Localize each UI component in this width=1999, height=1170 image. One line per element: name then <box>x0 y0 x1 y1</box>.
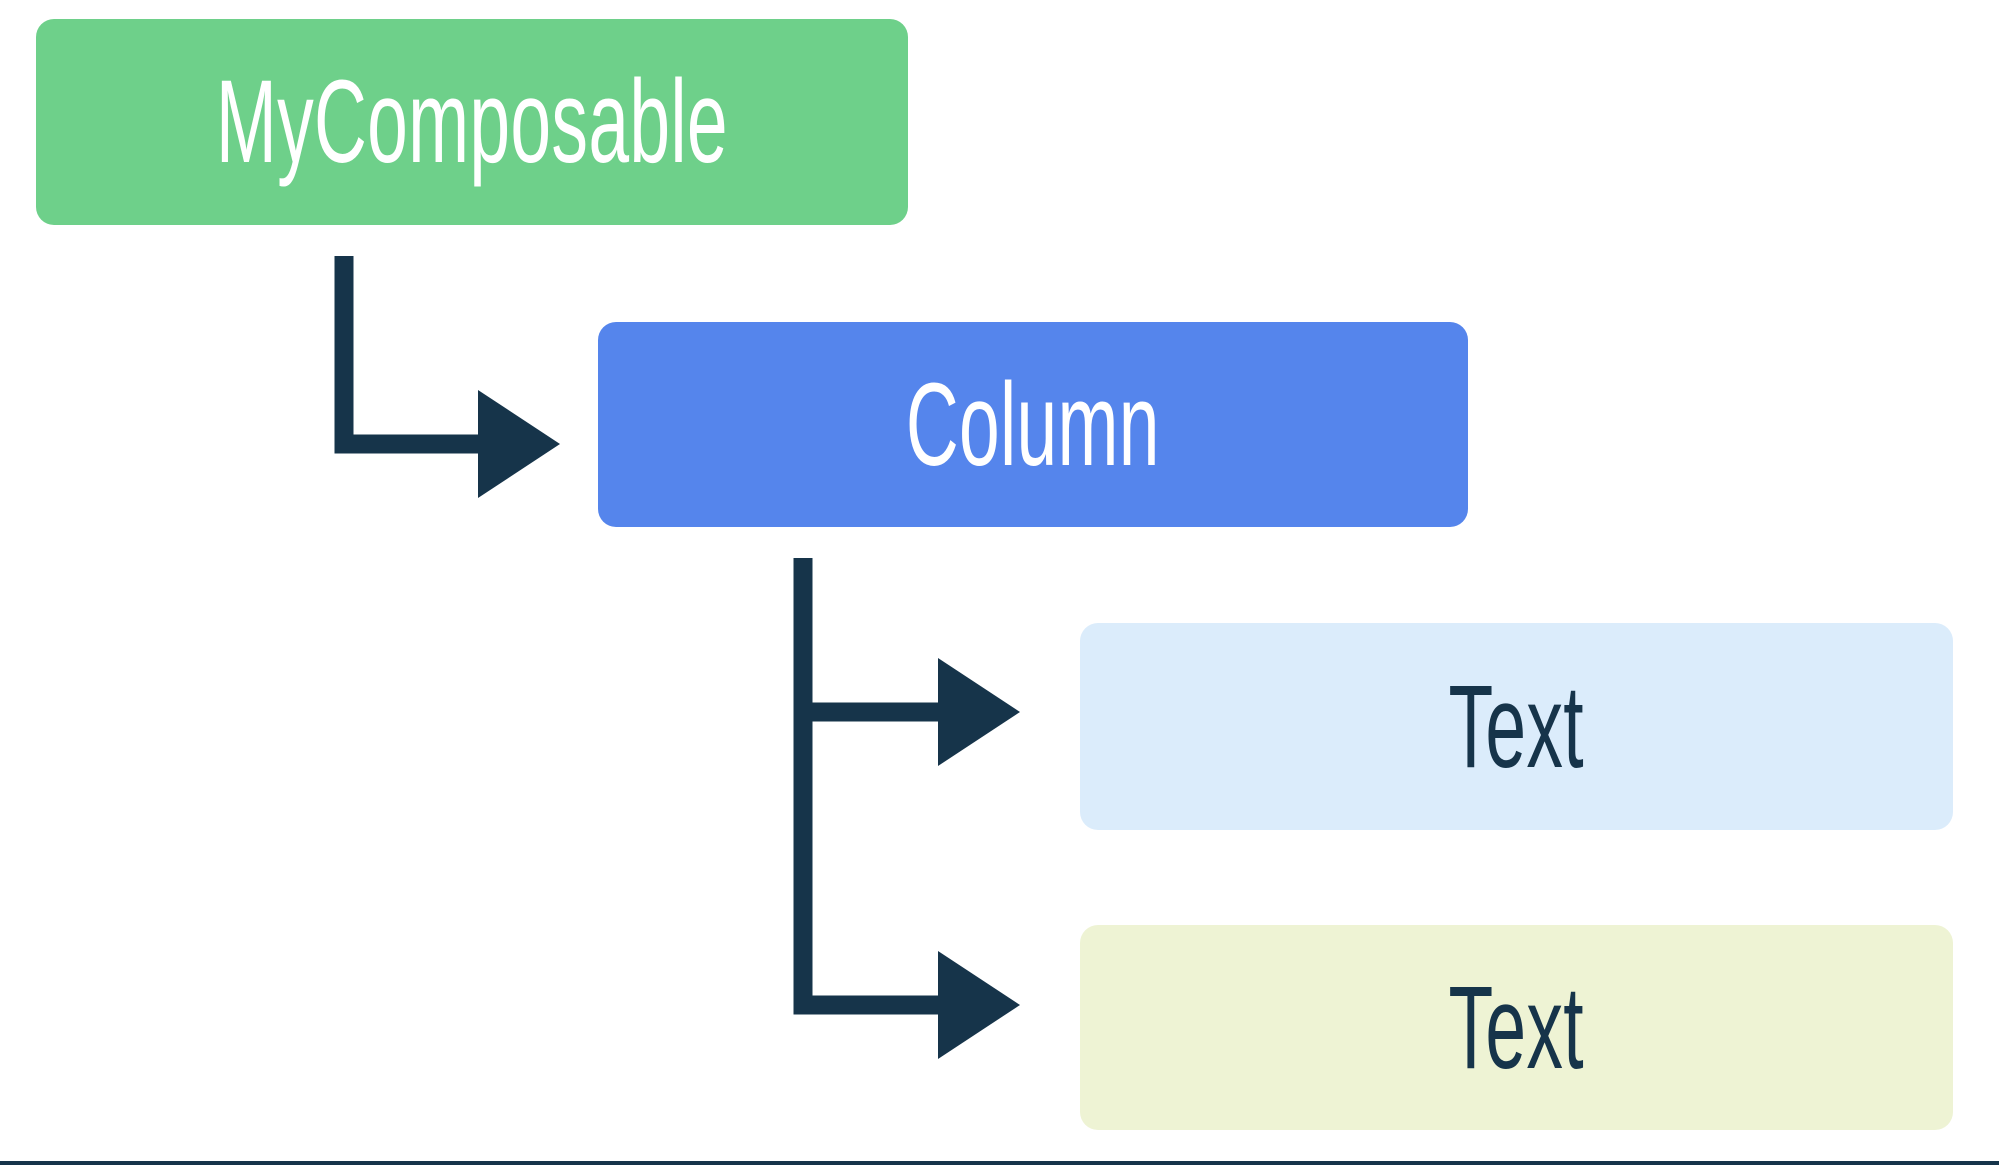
node-column-label: Column <box>906 358 1160 491</box>
edge-column-to-text-2-arrowhead <box>938 951 1020 1059</box>
edge-column-to-text-1-arrowhead <box>938 658 1020 766</box>
bottom-divider <box>0 1161 1999 1165</box>
edge-root-to-column-line <box>334 256 484 454</box>
node-column[interactable]: Column <box>598 322 1468 527</box>
node-text-second[interactable]: Text <box>1080 925 1953 1130</box>
node-text-second-label: Text <box>1448 961 1585 1094</box>
edge-root-to-column-arrowhead <box>478 390 560 498</box>
edge-column-to-text-1-line <box>793 558 944 722</box>
node-text-first[interactable]: Text <box>1080 623 1953 830</box>
edge-column-to-text-1 <box>793 558 1020 766</box>
node-my-composable-label: MyComposable <box>216 56 728 188</box>
node-text-first-label: Text <box>1448 660 1585 793</box>
edge-root-to-column <box>334 256 560 498</box>
edge-column-to-text-2 <box>793 702 1020 1059</box>
edge-column-to-text-2-line <box>793 702 944 1015</box>
node-my-composable[interactable]: MyComposable <box>36 19 908 225</box>
